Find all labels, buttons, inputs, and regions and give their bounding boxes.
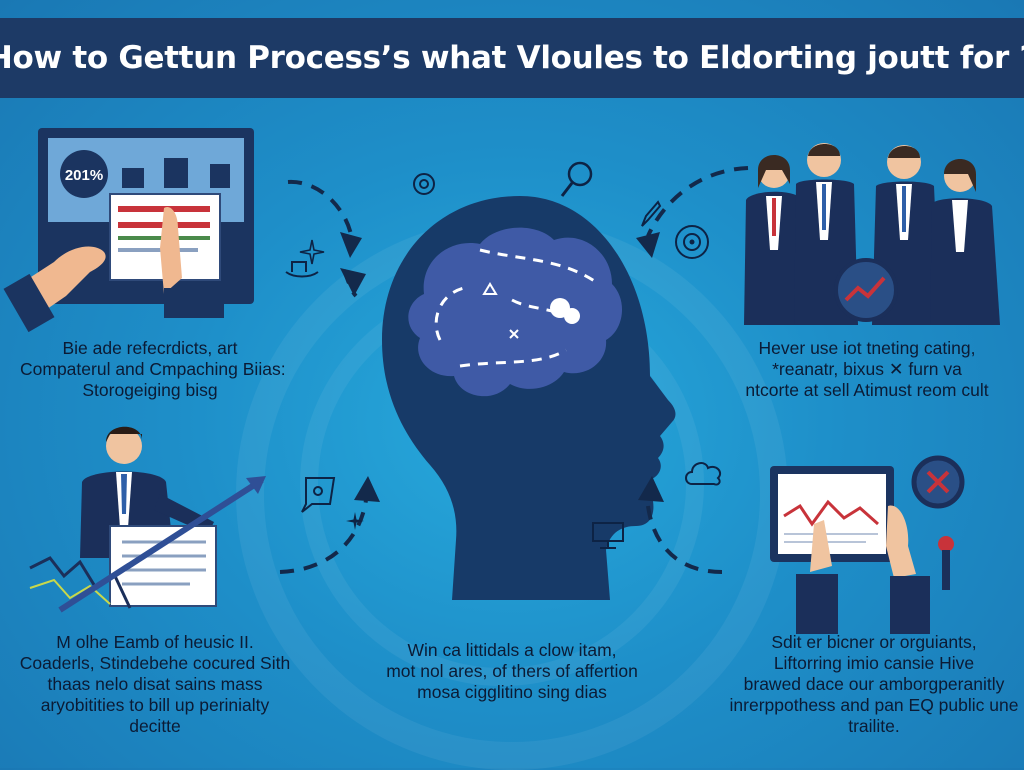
brain-icon [408, 227, 623, 397]
panel-line: Win ca littidals a clow itam, [407, 640, 617, 660]
screen-badge: 201% [65, 167, 103, 184]
panel-line: Coaderls, Stindebehe cocured Sith [19, 653, 291, 673]
target-icon [675, 225, 709, 259]
panel-line: ntcorte at sell Atimust reom cult [745, 380, 989, 400]
panel-line: Hever use iot tneting cating, [758, 338, 976, 358]
magnifier-icon [560, 161, 593, 197]
gear-icon [413, 173, 435, 195]
chat-icon [301, 477, 336, 513]
panel-line: inrerppothess and pan EQ public une [729, 695, 1019, 715]
panel-line: trailite. [848, 716, 900, 736]
presentation-screen-icon: 201% [3, 128, 254, 333]
panel-text-bottom-left: M olhe Eamb of heusic II. Coaderls, Stin… [10, 632, 300, 737]
sparkle-small-icon [346, 512, 364, 530]
panel-line: M olhe Eamb of heusic II. [56, 632, 254, 652]
panel-line: brawed dace our amborgperanitly [743, 674, 1005, 694]
panel-line: Sdit er bicner or orguiants, [771, 632, 977, 652]
panel-text-bottom-right: Sdit er bicner or orguiants, Liftorring … [724, 632, 1024, 737]
cloud-icon [685, 462, 722, 486]
panel-line: Bie ade refecrdicts, art [62, 338, 238, 358]
boat-icon [285, 261, 319, 278]
panel-line: Liftorring imio cansie Hive [773, 653, 975, 673]
panel-line: *reanatr, bixus ✕ furn va [772, 359, 962, 379]
panel-line: Storogeiging bisg [82, 380, 218, 400]
panel-text-top-left: Bie ade refecrdicts, art Compaterul and … [20, 338, 286, 401]
panel-line: decitte [129, 716, 181, 736]
panel-line: mot nol ares, of thers of affertion [386, 661, 638, 681]
head-silhouette-icon [382, 196, 676, 600]
panel-line: Compaterul and Cmpaching Biias: [20, 359, 286, 379]
tablet-chart-icon [770, 455, 965, 634]
monitor-icon [592, 522, 624, 549]
panel-text-bottom-center: Win ca littidals a clow itam, mot nol ar… [362, 640, 662, 703]
panel-line: aryobitities to bill up perinialty [40, 695, 270, 715]
header-bar: How to Gettun Process’s what Vloules to … [0, 18, 1024, 98]
sparkle-icon [299, 239, 325, 265]
pen-icon [641, 200, 662, 227]
page-title: How to Gettun Process’s what Vloules to … [0, 40, 1024, 76]
panel-line: thaas nelo disat sains mass [47, 674, 263, 694]
panel-text-top-right: Hever use iot tneting cating, *reanatr, … [732, 338, 1002, 401]
panel-line: mosa cigglitino sing dias [417, 682, 607, 702]
businessman-chart-icon [29, 426, 266, 613]
business-team-icon [744, 143, 1000, 325]
